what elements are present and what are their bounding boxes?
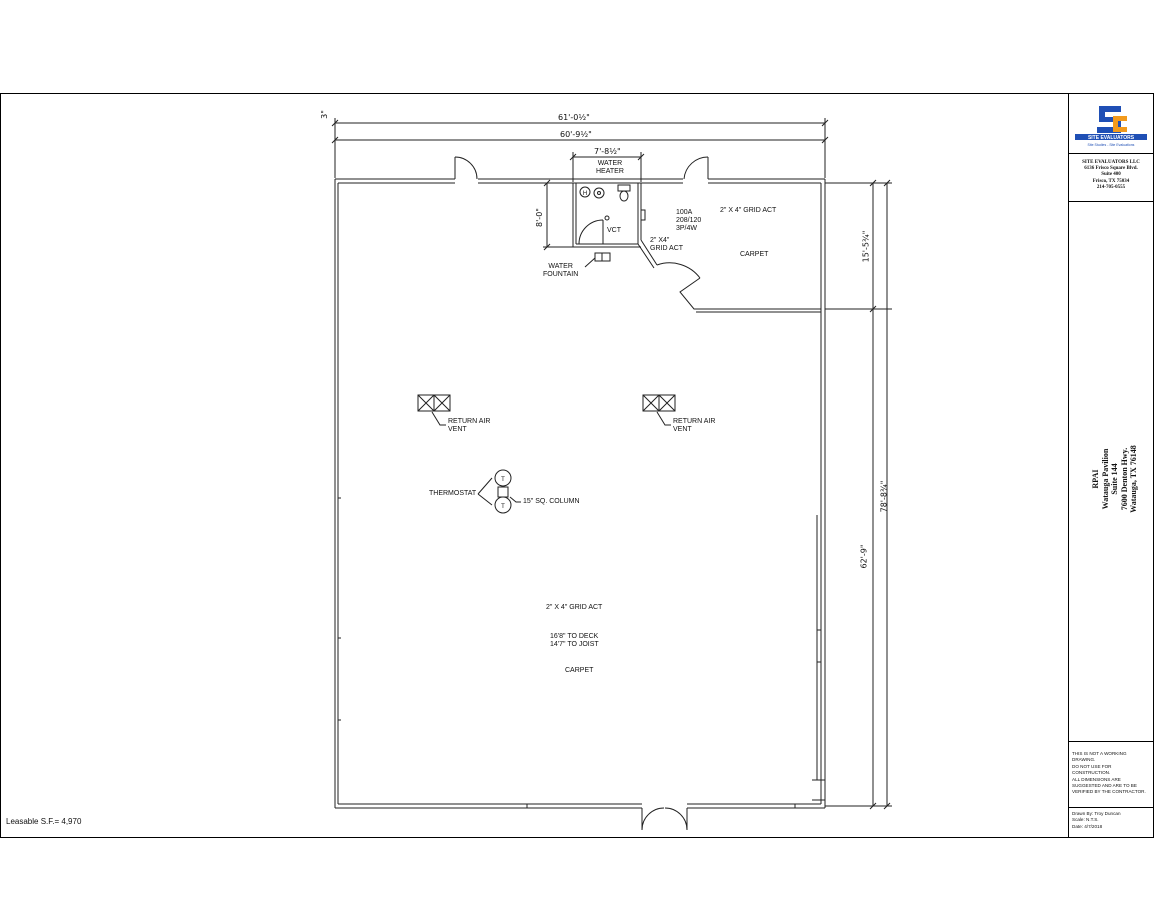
dim-lines-top [331,118,829,251]
drawing-info: Drawn By: Troy Duncan Scale: N.T.S. Date… [1069,808,1153,838]
corridor-wall [637,239,821,313]
carpet-small-label: CARPET [740,251,769,258]
dim-right-top: 15'-5¾" [861,230,871,263]
door-top-right [683,156,709,180]
project-info: RPAI Watauga Pavilion Suite 144 7600 Den… [1069,202,1153,742]
disclaimer-note: THIS IS NOT A WORKING DRAWING. DO NOT US… [1069,742,1153,808]
door-bottom [641,807,688,831]
svg-text:Site Studies - Site Evaluation: Site Studies - Site Evaluations [1088,143,1135,147]
heater-symbol-text: H [583,191,587,197]
vct-label: VCT [607,227,621,234]
joist-label: 14'7" TO JOIST [550,641,599,648]
deck-label: 16'8" TO DECK [550,633,599,640]
grid-small-label: 2" X4"GRID ACT [650,237,684,252]
drawn-by: Drawn By: Troy Duncan [1072,811,1121,816]
dim-left-tick: 3" [319,110,329,119]
return-air-vent-2 [642,394,676,426]
return-air-vent-1 [417,394,451,426]
grid-top-right-label: 2" X 4" GRID ACT [720,207,777,214]
thermostat-t2: T [501,504,505,510]
door-top-left [454,156,478,180]
drawing-frame [0,93,1154,838]
exterior-walls [334,178,826,809]
thermostat-symbols [477,469,521,514]
dim-right-total: 78'-8¾" [879,480,889,513]
dim-inner-width: 60'-9½" [560,130,592,139]
thermostat-label: THERMOSTAT [429,490,477,497]
date: Date: 4/7/2018 [1072,823,1103,829]
title-block-divider [1068,94,1069,838]
dim-restroom-width: 7'-8½" [594,147,621,156]
restroom [572,183,646,248]
dim-lines-right [825,179,892,810]
logo-panel: SITE EVALUATORS Site Studies - Site Eval… [1069,94,1153,154]
carpet-main-label: CARPET [565,667,594,674]
leasable-sf: Leasable S.F.= 4,970 [6,817,82,826]
storefront [812,515,826,801]
scale: Scale: N.T.S. [1072,817,1099,823]
dim-right-lower: 62'-9" [859,544,869,569]
water-fountain-symbol [584,252,611,268]
svg-text:SITE EVALUATORS: SITE EVALUATORS [1088,135,1135,141]
company-logo-icon: SITE EVALUATORS Site Studies - Site Eval… [1075,106,1147,147]
grid-main-label: 2" X 4" GRID ACT [546,604,603,611]
dim-overall-width: 61'-0½" [558,113,590,122]
thermostat-t1: T [501,477,505,483]
company-info: SITE EVALUATORS LLC 6136 Frisco Square B… [1069,154,1153,202]
dim-restroom-depth: 8'-0" [534,208,544,227]
column-label: 15" SQ. COLUMN [523,498,580,505]
